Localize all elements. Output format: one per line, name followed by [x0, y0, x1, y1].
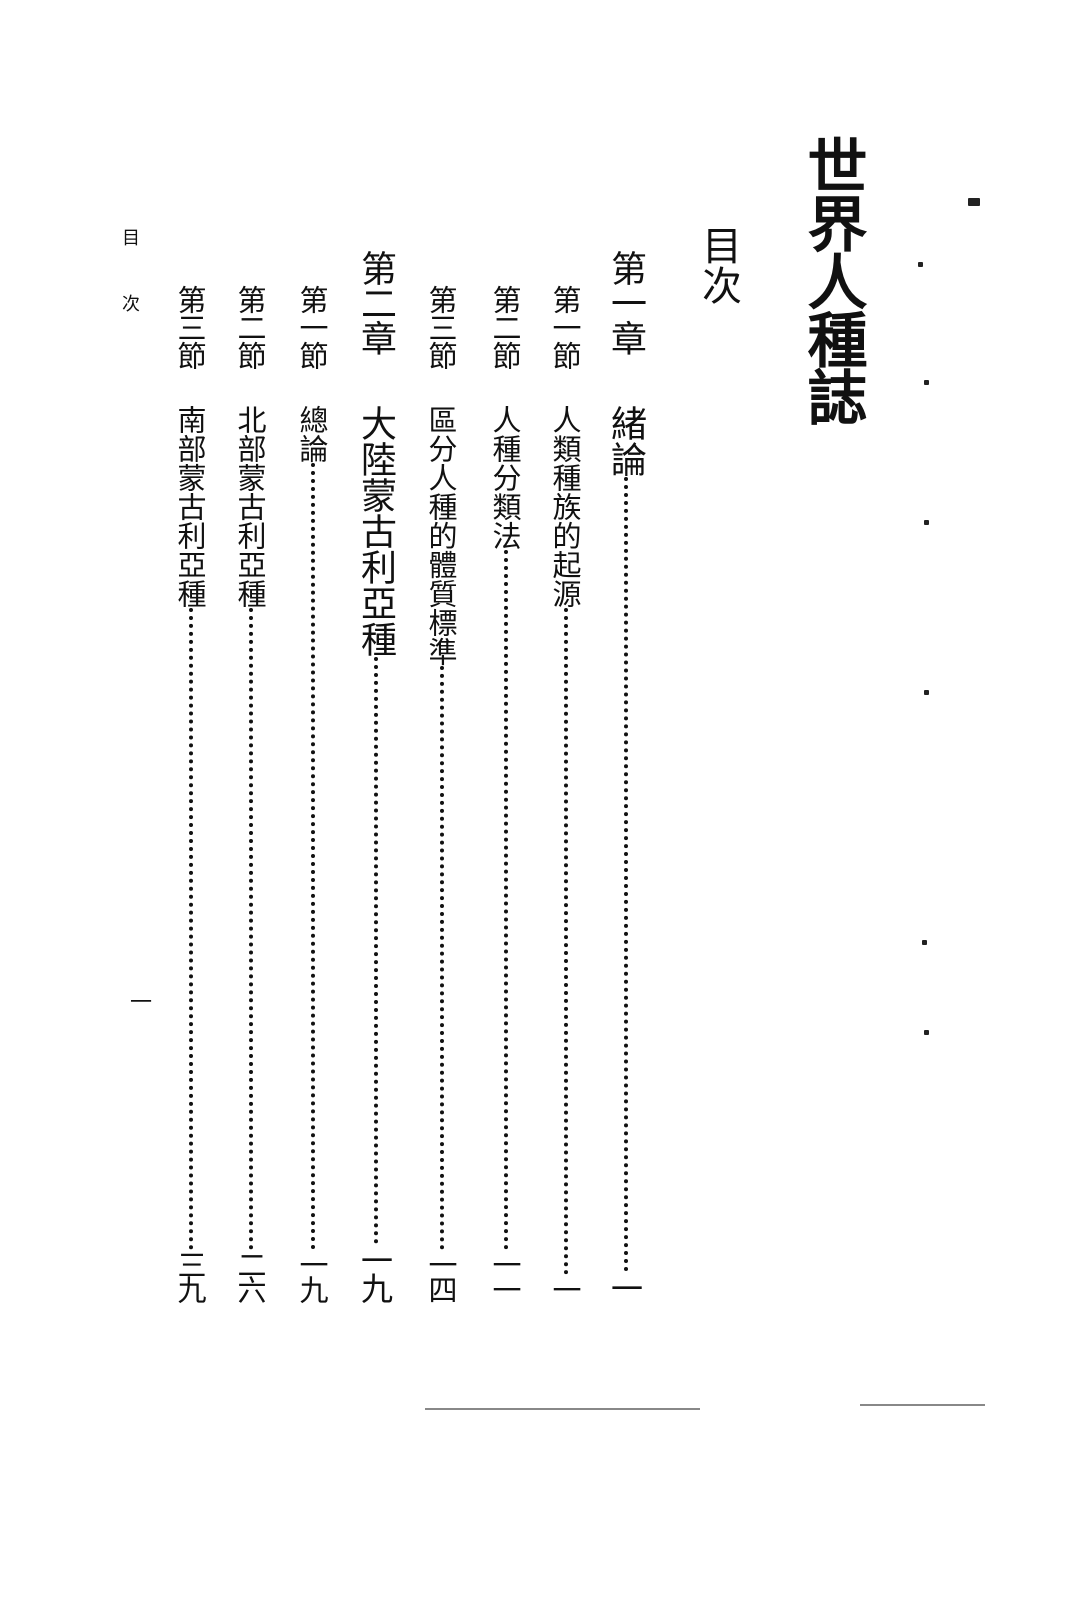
entry-label: 第三節	[173, 285, 207, 369]
scan-line	[860, 1404, 985, 1406]
entry-label: 第三節	[424, 285, 458, 369]
dot-leader	[374, 657, 378, 1244]
toc-entry-section[interactable]: 第三節 南部蒙古利亞種 三九	[168, 285, 212, 1300]
entry-page: 一一	[488, 1250, 522, 1300]
toc-entry-section[interactable]: 第一節 總論 一九	[290, 285, 334, 1300]
entry-page: 一九	[356, 1244, 394, 1300]
entry-title: 南部蒙古利亞種	[173, 405, 207, 608]
entry-label: 第二節	[233, 285, 267, 369]
scan-speck	[918, 262, 923, 267]
dot-leader	[189, 608, 193, 1250]
scan-speck	[922, 940, 927, 945]
toc-heading: 目次	[695, 225, 741, 305]
entry-title: 緒論	[605, 405, 646, 477]
entry-title: 人種分類法	[488, 405, 522, 550]
dot-leader	[624, 477, 628, 1272]
toc-entry-chapter-2[interactable]: 第二章 大陸蒙古利亞種 一九	[353, 250, 397, 1300]
entry-title: 大陸蒙古利亞種	[355, 405, 396, 657]
scan-speck	[924, 690, 929, 695]
entry-label: 第二節	[488, 285, 522, 369]
dot-leader	[440, 666, 444, 1250]
toc-entry-section[interactable]: 第二節 人種分類法 一一	[483, 285, 527, 1300]
page-number: 一	[126, 990, 151, 1012]
entry-label: 第一節	[295, 285, 329, 369]
entry-title: 總論	[295, 405, 329, 463]
scan-speck	[968, 198, 980, 206]
toc-entry-chapter-1[interactable]: 第一章 緒論 一	[603, 250, 647, 1300]
dot-leader	[311, 463, 315, 1250]
scan-speck	[924, 1030, 929, 1035]
dot-leader	[564, 608, 568, 1275]
entry-label: 第二章	[355, 250, 396, 355]
running-head: 目次	[119, 228, 140, 360]
entry-page: 一四	[424, 1250, 458, 1300]
entry-title: 人類種族的起源	[548, 405, 582, 608]
entry-page: 一	[606, 1272, 644, 1300]
toc-entry-section[interactable]: 第二節 北部蒙古利亞種 二六	[228, 285, 272, 1300]
entry-page: 一九	[295, 1250, 329, 1300]
dot-leader	[504, 550, 508, 1250]
toc-entry-section[interactable]: 第一節 人類種族的起源 一	[543, 285, 587, 1300]
entry-page: 三九	[173, 1250, 207, 1300]
entry-label: 第一章	[605, 250, 646, 355]
scan-speck	[924, 380, 929, 385]
entry-label: 第一節	[548, 285, 582, 369]
entry-page: 一	[548, 1275, 582, 1300]
entry-page: 二六	[233, 1250, 267, 1300]
book-title: 世界人種誌	[797, 135, 867, 425]
scan-line	[425, 1408, 700, 1410]
toc-entry-section[interactable]: 第三節 區分人種的體質標準 一四	[419, 285, 463, 1300]
entry-title: 北部蒙古利亞種	[233, 405, 267, 608]
scan-speck	[924, 520, 929, 525]
dot-leader	[249, 608, 253, 1250]
entry-title: 區分人種的體質標準	[424, 405, 458, 666]
